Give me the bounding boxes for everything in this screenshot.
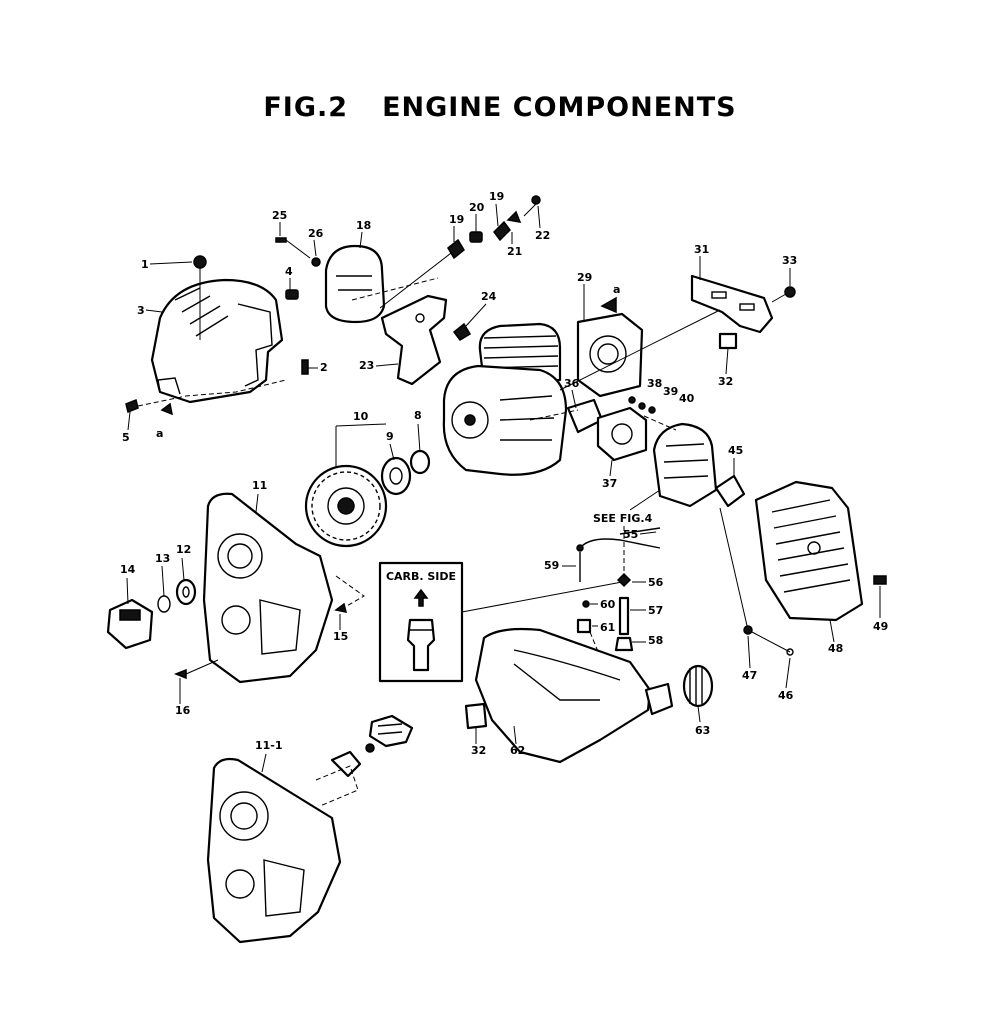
part-label: 48: [828, 642, 843, 655]
part-label: 15: [333, 630, 348, 643]
part-label: 11-1: [255, 739, 283, 752]
part-label: 9: [386, 430, 394, 443]
part-label: 46: [778, 689, 794, 702]
part-label: 23: [359, 359, 374, 372]
carburetor: [566, 396, 746, 508]
crankcase-alt: [206, 714, 414, 944]
part-label: 22: [535, 229, 550, 242]
part-label: 5: [122, 431, 130, 444]
part-label: 36: [564, 377, 580, 390]
part-label: 60: [600, 598, 616, 611]
part-label: 3: [137, 304, 145, 317]
part-label: 11: [252, 479, 267, 492]
flange-plate: [576, 296, 644, 398]
muffler-hardware: [447, 195, 541, 341]
part-label: 55: [623, 528, 638, 541]
handle-bracket: [559, 274, 796, 391]
part-label: 57: [648, 604, 663, 617]
part-label: 47: [742, 669, 757, 682]
part-label: 40: [679, 392, 695, 405]
part-label: 45: [728, 444, 743, 457]
part-label: 29: [577, 271, 592, 284]
part-label: 8: [414, 409, 422, 422]
part-label: 14: [120, 563, 136, 576]
part-label: 10: [353, 410, 369, 423]
cylinder-assembly: [442, 322, 568, 476]
part-labels: 1 2 3 4 5 8 9 10 11 11-1 12 13 14 15 16 …: [120, 190, 888, 773]
part-label: 24: [481, 290, 497, 303]
fuel-tank: [464, 627, 714, 764]
muffler-plate: [379, 249, 456, 386]
muffler-cover: [275, 237, 386, 324]
engine-cover: [150, 255, 284, 404]
part-label: 56: [648, 576, 664, 589]
inset-label: CARB. SIDE: [386, 570, 456, 583]
part-label: 25: [272, 209, 287, 222]
see-figure-note: SEE FIG.4: [593, 512, 653, 525]
crankcase-half: [202, 492, 334, 684]
muffler: [754, 480, 887, 622]
part-label: 32: [718, 375, 733, 388]
figure-number: FIG.2: [263, 92, 349, 123]
part-label: 58: [648, 634, 663, 647]
part-label: 2: [320, 361, 328, 374]
part-label: 19: [489, 190, 504, 203]
part-label: 1: [141, 258, 149, 271]
case-hardware: [106, 575, 365, 680]
cover-knob-icon: [193, 255, 207, 269]
part-label: 12: [176, 543, 191, 556]
carb-side-inset: CARB. SIDE: [378, 561, 464, 683]
part-label: 32: [471, 744, 486, 757]
part-label: 31: [694, 243, 709, 256]
figure-title: FIG.2 ENGINE COMPONENTS: [0, 92, 1000, 123]
part-label: 19: [449, 213, 464, 226]
part-label: 37: [602, 477, 617, 490]
part-label: 4: [285, 265, 293, 278]
view-marker: a: [613, 283, 620, 296]
part-label: 33: [782, 254, 797, 267]
part-label: 20: [469, 201, 485, 214]
part-label: 16: [175, 704, 191, 717]
part-label: 38: [647, 377, 662, 390]
part-label: 18: [356, 219, 371, 232]
part-label: 49: [873, 620, 888, 633]
figure-caption: ENGINE COMPONENTS: [382, 92, 737, 123]
part-label: 13: [155, 552, 170, 565]
part-label: 21: [507, 245, 522, 258]
part-label: 39: [663, 385, 678, 398]
part-label: 26: [308, 227, 324, 240]
starter-pulley: [304, 449, 431, 548]
part-label: 59: [544, 559, 559, 572]
part-label: 61: [600, 621, 615, 634]
cover-screws: [125, 289, 309, 416]
view-marker: a: [156, 427, 163, 440]
part-label: 62: [510, 744, 525, 757]
part-label: 63: [695, 724, 710, 737]
